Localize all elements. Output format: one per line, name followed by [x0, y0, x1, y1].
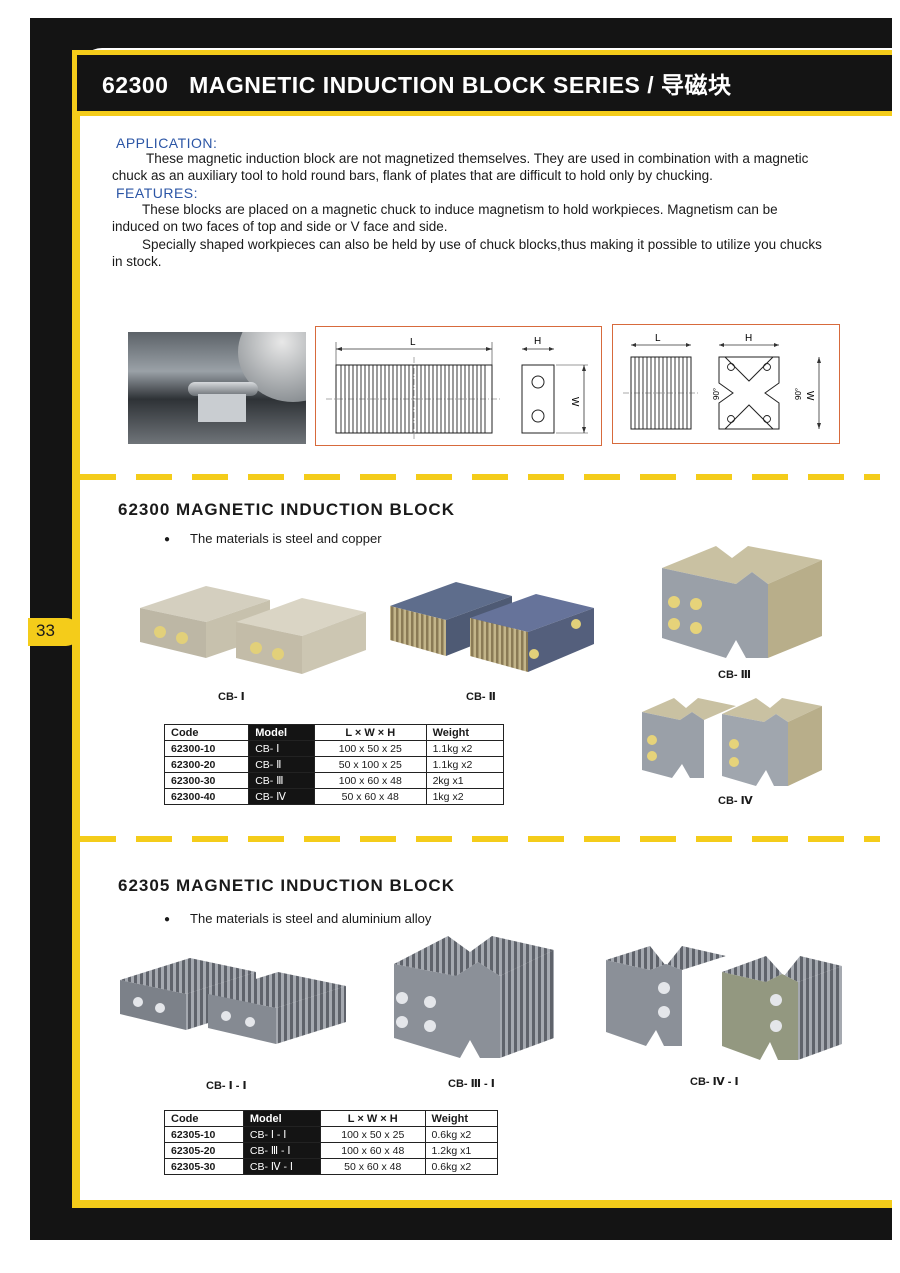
technical-drawing-1: L H — [315, 326, 602, 446]
model-cell: CB- Ⅲ — [248, 772, 315, 789]
code-cell: 62300-10 — [163, 740, 250, 757]
table-row: 62305-30 CB- Ⅳ - Ⅰ 50 x 60 x 48 0.6kg x2 — [164, 1158, 499, 1175]
section-1-material: The materials is steel and copper — [164, 531, 381, 546]
drawing-2-l-label: L — [655, 333, 661, 344]
page-title: 62300 MAGNETIC INDUCTION BLOCK SERIES / … — [102, 66, 732, 100]
code-cell: 62300-40 — [163, 788, 250, 805]
column-header: Model — [248, 724, 315, 741]
product-cb-2-image — [390, 582, 594, 672]
caption-cb-3: CB- Ⅲ — [718, 669, 752, 681]
drawing-1-svg: L H — [326, 336, 588, 439]
grinding-photo — [128, 332, 306, 444]
features-label: FEATURES: — [116, 185, 199, 201]
title-band — [72, 50, 892, 116]
section-2-title: 62305 MAGNETIC INDUCTION BLOCK — [118, 876, 455, 895]
table-header-row: Code Model L × W × H Weight — [163, 724, 505, 741]
photo-block — [198, 394, 246, 422]
product-cb-4-image — [642, 698, 822, 786]
column-header: L × W × H — [313, 724, 427, 741]
code-cell: 62305-20 — [164, 1142, 244, 1159]
weight-cell: 1kg x2 — [425, 788, 505, 805]
section-1-title: 62300 MAGNETIC INDUCTION BLOCK — [118, 500, 455, 519]
section-divider — [80, 836, 880, 842]
dimension-cell: 50 x 60 x 48 — [313, 788, 427, 805]
table-row: 62300-20 CB- Ⅱ 50 x 100 x 25 1.1kg x2 — [163, 756, 505, 773]
weight-cell: 2kg x1 — [425, 772, 505, 789]
weight-cell: 0.6kg x2 — [424, 1158, 499, 1175]
model-cell: CB- Ⅰ - Ⅰ — [242, 1126, 322, 1143]
column-header: Weight — [425, 724, 505, 741]
features-text-1: These blocks are placed on a magnetic ch… — [112, 202, 778, 234]
table-row: 62300-30 CB- Ⅲ 100 x 60 x 48 2kg x1 — [163, 772, 505, 789]
column-header: Model — [242, 1110, 322, 1127]
drawing-2-svg: L H 90° 90° W — [623, 333, 821, 430]
drawing-2-angle-right: 90° — [794, 388, 803, 400]
table-row: 62300-40 CB- Ⅳ 50 x 60 x 48 1kg x2 — [163, 788, 505, 805]
weight-cell: 1.2kg x1 — [424, 1142, 499, 1159]
application-label: APPLICATION: — [116, 135, 218, 151]
model-cell: CB- Ⅱ — [248, 756, 315, 773]
title-code: 62300 — [102, 72, 169, 98]
model-cell: CB- Ⅳ - Ⅰ — [242, 1158, 322, 1175]
model-cell: CB- Ⅲ - Ⅰ — [242, 1142, 322, 1159]
product-cb-4-1-image — [606, 946, 842, 1060]
product-cb-3-image — [662, 546, 822, 658]
spec-table-62300: Code Model L × W × H Weight 62300-10 CB-… — [163, 724, 505, 805]
table-row: 62300-10 CB- Ⅰ 100 x 50 x 25 1.1kg x2 — [163, 740, 505, 757]
drawing-2-w-label: W — [804, 391, 815, 401]
code-cell: 62305-30 — [164, 1158, 244, 1175]
page-number: 33 — [36, 621, 55, 640]
section-divider — [80, 474, 880, 480]
weight-cell: 0.6kg x2 — [424, 1126, 499, 1143]
column-header: Code — [164, 1110, 244, 1127]
caption-cb-4: CB- Ⅳ — [718, 795, 753, 807]
page-number-tab — [28, 618, 80, 646]
application-text: These magnetic induction block are not m… — [112, 151, 809, 183]
code-cell: 62300-30 — [163, 772, 250, 789]
column-header: Code — [163, 724, 250, 741]
section-2-material: The materials is steel and aluminium all… — [164, 911, 431, 926]
product-cb-1-image — [140, 586, 366, 674]
drawing-1-l-label: L — [410, 337, 416, 348]
table-header-row: Code Model L × W × H Weight — [164, 1110, 499, 1127]
product-cb-3-1-image — [394, 936, 554, 1058]
caption-cb-2: CB- Ⅱ — [466, 691, 496, 703]
caption-cb-1: CB- Ⅰ — [218, 691, 245, 703]
drawing-1-h-label: H — [534, 336, 541, 347]
table-row: 62305-10 CB- Ⅰ - Ⅰ 100 x 50 x 25 0.6kg x… — [164, 1126, 499, 1143]
dimension-cell: 50 x 60 x 48 — [320, 1158, 426, 1175]
dimension-cell: 100 x 50 x 25 — [320, 1126, 426, 1143]
dimension-cell: 50 x 100 x 25 — [313, 756, 427, 773]
weight-cell: 1.1kg x2 — [425, 740, 505, 757]
features-text-2: Specially shaped workpieces can also be … — [112, 237, 822, 269]
dimension-cell: 100 x 60 x 48 — [320, 1142, 426, 1159]
code-cell: 62305-10 — [164, 1126, 244, 1143]
spec-table-62305: Code Model L × W × H Weight 62305-10 CB-… — [164, 1110, 499, 1175]
yellow-bottom-rule — [72, 1200, 892, 1208]
product-cb-1-1-image — [120, 958, 346, 1044]
yellow-rail — [72, 116, 80, 1208]
caption-cb-3-1: CB- Ⅲ - Ⅰ — [448, 1078, 495, 1090]
technical-drawing-2: L H 90° 90° W — [612, 324, 840, 444]
code-cell: 62300-20 — [163, 756, 250, 773]
weight-cell: 1.1kg x2 — [425, 756, 505, 773]
model-cell: CB- Ⅳ — [248, 788, 315, 805]
title-text: MAGNETIC INDUCTION BLOCK SERIES / 导磁块 — [189, 72, 732, 98]
model-cell: CB- Ⅰ — [248, 740, 315, 757]
round-bar — [188, 382, 258, 396]
dimension-cell: 100 x 50 x 25 — [313, 740, 427, 757]
column-header: Weight — [424, 1110, 499, 1127]
caption-cb-4-1: CB- Ⅳ - Ⅰ — [690, 1076, 739, 1088]
dimension-cell: 100 x 60 x 48 — [313, 772, 427, 789]
drawing-2-h-label: H — [745, 333, 752, 344]
drawing-2-angle-left: 90° — [712, 388, 721, 400]
drawing-1-w-label: W — [569, 397, 580, 407]
table-row: 62305-20 CB- Ⅲ - Ⅰ 100 x 60 x 48 1.2kg x… — [164, 1142, 499, 1159]
column-header: L × W × H — [320, 1110, 426, 1127]
caption-cb-1-1: CB- Ⅰ - Ⅰ — [206, 1080, 247, 1092]
